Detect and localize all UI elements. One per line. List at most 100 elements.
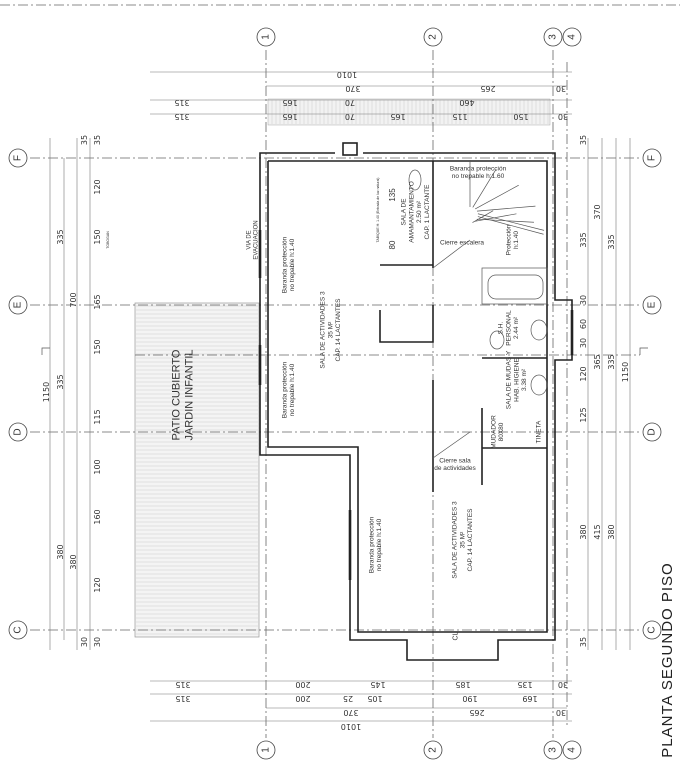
svg-text:3: 3 [548,747,559,753]
dimension-top: 165 [282,98,297,107]
label-line: CAP. 1 LACTANTE [424,184,431,240]
svg-text:4: 4 [567,34,578,40]
dimension-right: 35 [579,637,588,647]
label-tabique: TABIQUE H: 1.40 (Entrada de luz natural) [376,178,380,243]
label-cierre-escalera: Cierre escalera [440,239,484,246]
dimension-right: 60 [579,319,588,329]
section-marker-icon [41,347,50,355]
dimension-bottom: 185 [455,680,470,689]
label-line: Cierre sala [439,457,471,464]
grid-bubble-E: E [8,295,28,315]
grid-bubble-3: 3 [543,27,563,47]
plan-title: PLANTA SEGUNDO PISO [659,562,676,757]
dimension-left: 30 [93,637,102,647]
dimension-bottom: 135 [517,680,532,689]
label-line: 80 [388,240,397,249]
label-line: 80X80 [498,422,505,441]
label-line: Cierre escalera [440,239,484,246]
svg-text:4: 4 [567,747,578,753]
label-line: 35 M² [327,321,334,338]
sink-icon [489,330,505,350]
terrace-strip [267,98,551,126]
dimension-left: 100 [93,459,102,474]
label-line: 2.50 m² [416,200,423,223]
dimension-bottom: 145 [370,680,385,689]
dimension-left: 150 [93,229,102,244]
svg-text:D: D [647,428,658,435]
dimension-bottom: 1010 [341,722,361,731]
label-line: CL [452,631,459,640]
label-line: PERSONAL [505,310,512,346]
label-line: EVACUACION [254,220,260,259]
dimension-right: 380 [607,524,616,539]
grid-lines [30,50,640,738]
dimension-bottom: 30 [558,680,568,689]
dimension-top: 315 [174,98,189,107]
dimension-top: 165 [282,112,297,121]
svg-text:E: E [647,301,658,308]
grid-bubble-C: C [642,620,662,640]
label-line: SALA DE [401,198,408,226]
label-line: CAP. 14 LACTANTES [467,508,474,572]
dimension-right: 1150 [621,362,630,382]
walls [258,142,574,661]
label-line: no trepable h:1.40 [289,238,296,291]
dimension-bottom: 169 [522,694,537,703]
label-tobogan: TOBOGAN [106,231,110,249]
dimension-left: 160 [93,509,102,524]
label-line: SALA DE MUDAS Y [505,350,512,409]
dimension-left: 150 [93,339,102,354]
dimension-left: 30 [80,637,89,647]
dimension-left: 120 [93,179,102,194]
label-line: Baranda protección [281,361,288,418]
label-line: Baranda protección [368,516,375,573]
dimension-left: 335 [56,229,65,244]
grid-bubble-D: D [8,422,28,442]
dimension-right: 365 [593,354,602,369]
svg-text:3: 3 [548,34,559,40]
dimension-bottom: 190 [462,694,477,703]
label-line: AMAMANTAMIENTO [408,181,415,243]
dimension-top: 165 [390,112,405,121]
label-line: 2.44 m² [513,316,520,339]
label-line: TABIQUE H: 1.40 (Entrada de luz natural) [376,178,380,243]
dimension-top: 70 [345,112,355,121]
dimension-top: 315 [174,112,189,121]
dimension-top: 150 [513,112,528,121]
toilet-icon [530,319,548,341]
label-line: S.H. [497,321,504,334]
dimension-left: 1150 [42,382,51,402]
label-line: h:1.40 [513,231,520,249]
dimension-right: 380 [579,524,588,539]
svg-text:1: 1 [261,747,272,753]
dimension-top: 265 [480,84,495,93]
svg-text:F: F [647,155,658,161]
label-line: 135 [388,188,397,202]
toilet-icon [530,374,548,396]
label-line: 35 M² [459,531,466,548]
dimension-top: 70 [345,98,355,107]
grid-bubble-3: 3 [543,740,563,760]
svg-text:1: 1 [261,34,272,40]
dimension-left: 120 [93,577,102,592]
dimension-top: 370 [345,84,360,93]
dimension-bottom: 370 [343,708,358,717]
sink-icon [408,169,422,191]
svg-text:F: F [13,155,24,161]
label-tineta: TINETA [535,420,542,443]
dimension-right: 125 [579,407,588,422]
label-dim-80: 80 [388,240,397,249]
dimension-right: 335 [607,234,616,249]
dimension-bottom: 200 [295,680,310,689]
grid-bubble-2: 2 [423,27,443,47]
label-line: MUDADOR [490,415,497,449]
dimension-left: 115 [93,409,102,424]
grid-bubble-E: E [642,295,662,315]
